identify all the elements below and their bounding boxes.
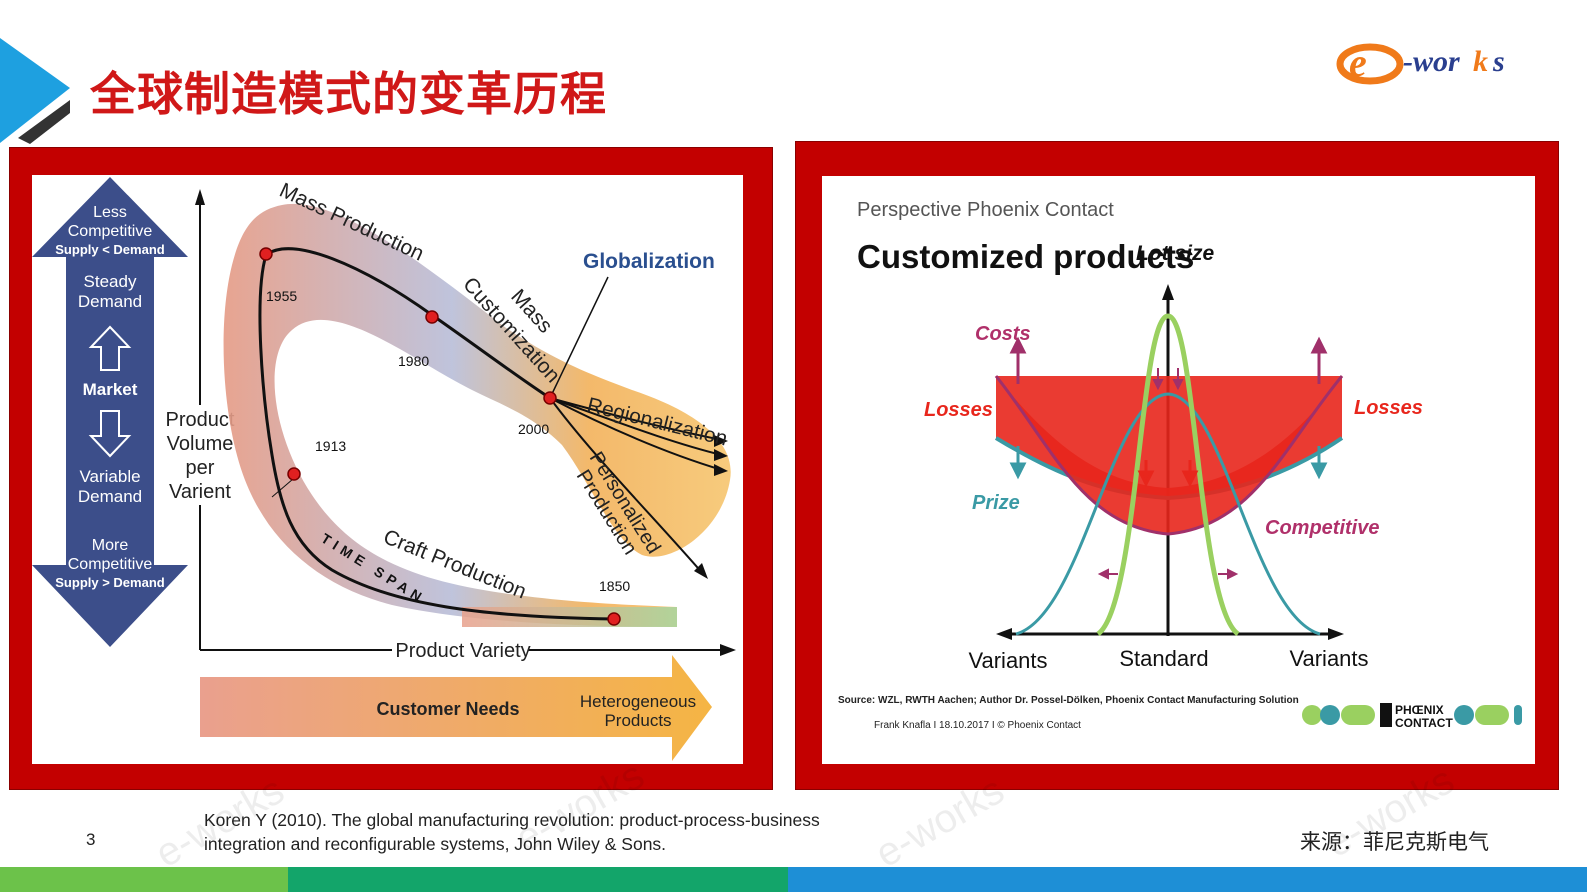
red-down-arrows — [1137, 460, 1199, 488]
year-1955-label: 1955 — [266, 288, 297, 304]
heterogeneous-line2: Products — [604, 711, 671, 730]
prize-label: Prize — [972, 492, 1020, 514]
year-points — [259, 247, 621, 626]
x-axis-arrowhead — [720, 644, 736, 656]
customer-needs-arrow — [200, 655, 712, 761]
y-axis-label-line2: Volume — [167, 433, 234, 455]
figure-source-line: Source: WZL, RWTH Aachen; Author Dr. Pos… — [838, 695, 1299, 706]
arrow-bottom-line1: More — [92, 537, 129, 554]
year-2000-label: 2000 — [518, 421, 549, 437]
right-figure: Perspective Phoenix Contact Customized p… — [822, 176, 1535, 764]
steady-demand-line2: Demand — [78, 292, 142, 311]
prize-arrows — [1009, 446, 1328, 480]
narrow-bell-curve — [1096, 313, 1240, 637]
up-arrow-icon — [88, 325, 132, 371]
eworks-logo: e -wor k s — [1336, 40, 1505, 85]
left-figure: Less Competitive Supply < Demand Steady … — [32, 175, 743, 764]
year-1913-label: 1913 — [315, 438, 346, 454]
year-1850-label: 1850 — [599, 578, 630, 594]
arrow-top-line3: Supply < Demand — [55, 242, 164, 257]
citation-line2: integration and reconfigurable systems, … — [204, 834, 667, 854]
competitive-label: Competitive — [1265, 517, 1379, 539]
perspective-label: Perspective Phoenix Contact — [857, 199, 1114, 221]
x-left-variants-label: Variants — [968, 648, 1047, 673]
globalization-pointer — [549, 276, 609, 399]
bottom-bar-teal — [288, 867, 788, 892]
losses-right-label: Losses — [1354, 397, 1423, 419]
phoenix-contact-logo: PHŒNIX CONTACT — [1302, 703, 1522, 730]
citation: Koren Y (2010). The global manufacturing… — [204, 808, 904, 856]
market-label: Market — [83, 380, 138, 399]
source-note: 来源：菲尼克斯电气 — [1300, 830, 1489, 854]
figure-author-line: Frank Knafla I 18.10.2017 I © Phoenix Co… — [874, 720, 1081, 731]
y-axis-label-line4: Varient — [169, 481, 231, 503]
down-arrow-icon — [88, 410, 132, 458]
y-axis-label-line1: Product — [166, 409, 235, 431]
spread-arrows — [1097, 568, 1239, 580]
bottom-bar-blue — [788, 867, 1587, 892]
variable-demand-line2: Demand — [78, 487, 142, 506]
logo-line2: CONTACT — [1395, 716, 1453, 730]
svg-text:s: s — [1492, 45, 1505, 78]
lot-size-label: Lot size — [1136, 242, 1214, 265]
costs-label: Costs — [975, 323, 1031, 345]
arrow-top-line1: Less — [93, 204, 127, 221]
x-standard-label: Standard — [1119, 646, 1208, 671]
competitive-curve — [994, 375, 1344, 536]
y-axis-arrowhead — [195, 189, 205, 205]
y-axis-label-line3: per — [186, 457, 215, 479]
arrow-top-line2: Competitive — [68, 223, 153, 240]
citation-line1: Koren Y (2010). The global manufacturing… — [204, 810, 820, 830]
arrow-bottom-line2: Competitive — [68, 556, 153, 573]
production-evolution-band — [223, 203, 731, 627]
steady-demand-line1: Steady — [84, 272, 137, 291]
header-chevron-decoration — [0, 38, 70, 144]
svg-text:k: k — [1473, 45, 1488, 78]
x-right-variants-label: Variants — [1289, 646, 1368, 671]
wide-bell-curve — [1015, 392, 1321, 636]
customized-products-title: Customized products — [857, 238, 1194, 275]
svg-text:-wor: -wor — [1403, 45, 1460, 78]
arrow-bottom-line3: Supply > Demand — [55, 575, 164, 590]
heterogeneous-line1: Heterogeneous — [580, 692, 696, 711]
globalization-label: Globalization — [583, 250, 715, 273]
slide-title: 全球制造模式的变革历程 — [90, 67, 607, 121]
year-1980-label: 1980 — [398, 353, 429, 369]
page-number: 3 — [86, 830, 96, 849]
customized-products-diagram: Perspective Phoenix Contact Customized p… — [838, 199, 1522, 731]
variable-demand-line1: Variable — [79, 467, 140, 486]
x-axis-label: Product Variety — [395, 640, 530, 662]
future-fan-arrows — [549, 397, 723, 576]
customer-needs-label: Customer Needs — [376, 699, 519, 719]
cost-arrows — [1009, 336, 1328, 384]
logo-line1: PHŒNIX — [1395, 703, 1444, 717]
manufacturing-evolution-diagram: Less Competitive Supply < Demand Steady … — [32, 177, 736, 761]
svg-text:e: e — [1349, 40, 1367, 85]
center-down-arrows — [1152, 368, 1184, 391]
losses-left-label: Losses — [924, 399, 993, 421]
bottom-bar-green — [0, 867, 288, 892]
